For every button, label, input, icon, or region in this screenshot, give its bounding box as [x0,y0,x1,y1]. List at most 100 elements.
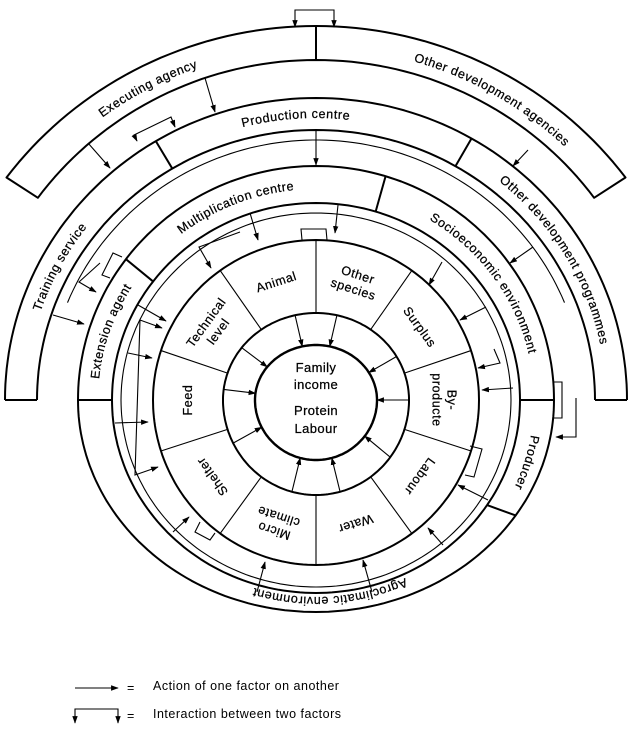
second-band-inner-arc [36,129,596,401]
factor-micro-climate: Microclimate [251,503,302,544]
core-label: Protein [294,403,338,418]
label-multiplication-centre: Multiplication centre [175,179,295,237]
action-arrow [241,347,268,368]
factor-animal: Animal [254,269,298,295]
action-arrow [427,527,444,546]
interaction-bracket-icon [198,231,241,269]
action-arrow [87,142,111,169]
interaction-bracket-icon [300,228,328,241]
factor-label-line: By- [445,390,459,411]
interaction-bracket-icon [78,262,101,293]
action-arrow [330,457,341,492]
label-executing-agency: Executing agency [96,57,199,120]
action-arrow [512,149,529,167]
interaction-bracket-icon [464,445,483,478]
labels-layer: Executing agency Other development agenci… [30,51,611,608]
factor-divider [404,428,472,452]
factor-label-line: Shelter [194,455,231,499]
action-arrow [368,356,397,373]
legend-equals: = [127,709,135,723]
factor-label: Technicallevel [184,295,241,359]
action-arrow [457,484,489,501]
factor-divider [219,476,262,534]
third-band-divider [486,504,516,517]
action-arrow [172,516,190,533]
label-executing-agency-text: Executing agency [96,57,199,120]
action-arrow [364,435,391,458]
factor-label: Otherspecies [329,261,382,303]
action-arrow [127,352,153,360]
label-multiplication-centre-text: Multiplication centre [175,179,295,237]
action-arrow [204,77,216,113]
arrows-layer [52,77,577,593]
legend-action-text: Action of one factor on another [153,679,339,693]
interaction-bracket-icon [134,319,163,476]
factor-surplus: Surplus [400,304,439,350]
factor-label-line: producte [430,373,444,426]
second-band-outer-arc [4,97,628,401]
label-other-development-agencies: Other development agencies [413,51,573,149]
concentric-rings [4,9,628,613]
factor-feed: Feed [181,384,195,416]
interaction-bracket-icon [477,348,501,370]
label-extension-agent: Extension agent [88,281,134,379]
factor-other-species: Otherspecies [329,261,382,303]
interaction-bracket-icon [194,521,216,541]
factor-label-line: Water [336,511,374,535]
factor-label: Feed [181,385,195,416]
factor-divider [160,350,228,374]
factor-label: Shelter [194,455,231,499]
factor-label: Microclimate [251,503,302,544]
core-label: income [294,377,338,392]
action-arrow [428,261,443,286]
interaction-bracket-icon [131,116,176,142]
third-band-divider [374,175,387,212]
factor-technical-level: Technicallevel [184,295,241,359]
legend-equals: = [127,681,135,695]
label-production-centre-text: Production centre [240,107,351,130]
action-arrow [328,315,338,348]
label-training-service-text: Training service [30,220,89,313]
factor-ring-inner [222,312,410,496]
factor-label: By-producte [430,373,459,426]
factor-label: Labour [401,455,437,498]
factor-water: Water [336,511,375,536]
factor-by-products: By-producte [429,373,459,427]
factor-label-line: Surplus [400,304,439,350]
label-extension-agent-text: Extension agent [88,281,134,380]
action-arrow [232,426,263,444]
outer-agency-band [5,25,627,199]
label-training-service: Training service [30,220,89,313]
action-arrow [291,457,302,492]
label-production-centre: Production centre [240,107,351,130]
action-arrow [362,559,373,593]
thin-interaction-ring [120,212,512,588]
action-arrow [481,386,514,393]
second-band-divider [454,137,473,167]
action-arrow [333,204,339,234]
factor-label: Water [336,511,374,535]
legend-interaction-bracket-icon [72,708,121,724]
factor-divider [370,476,413,534]
factor-label: Surplus [400,304,439,350]
action-arrow [249,212,259,241]
action-arrow [114,419,149,425]
factor-divider [219,270,262,330]
action-arrow [459,306,487,321]
second-band-divider [154,140,174,170]
label-producer-text: Producer [511,434,541,492]
action-arrow [223,388,257,396]
interaction-bracket-icon [553,381,563,419]
third-band-divider [125,258,154,283]
factor-label-line: Labour [401,455,437,498]
interaction-bracket-icon [101,252,123,279]
action-arrow [256,561,266,593]
label-producer: Producer [512,434,542,492]
factor-labour: Labour [401,455,438,498]
core-label: Labour [295,421,338,436]
label-other-development-agencies-text: Other development agencies [413,51,572,150]
interaction-bracket-icon [292,9,337,28]
factor-divider [160,428,228,452]
factor-label: Animal [254,269,298,295]
